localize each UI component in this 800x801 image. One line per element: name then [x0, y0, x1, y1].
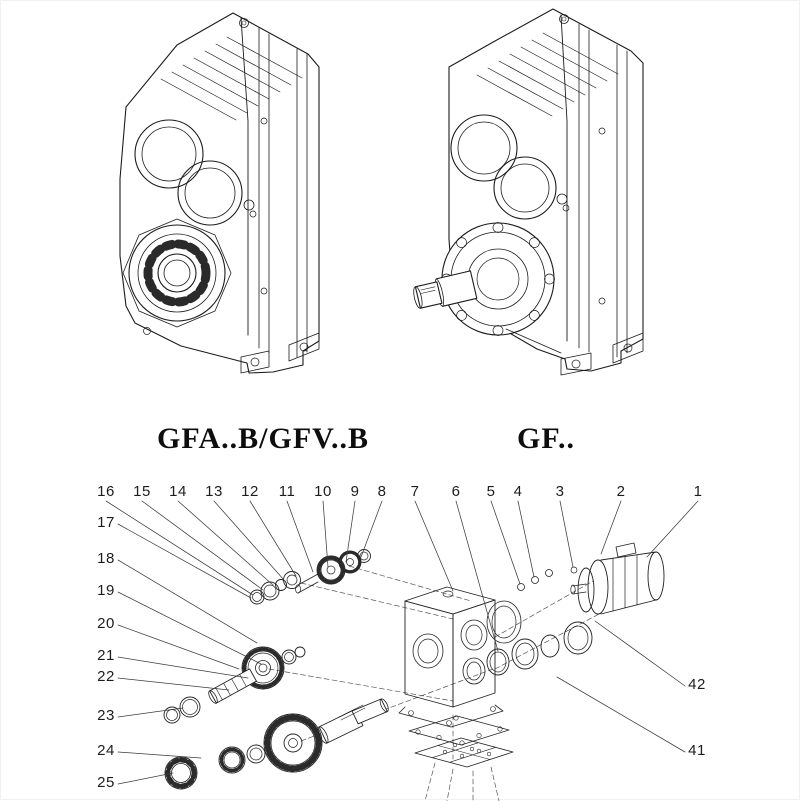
callout-5: 5 — [486, 483, 496, 500]
callout-19: 19 — [97, 582, 115, 599]
input-motor-unit — [570, 542, 665, 615]
assembly-axis-lines — [268, 565, 602, 801]
callout-2: 2 — [616, 483, 626, 500]
callout-42: 42 — [688, 676, 706, 693]
model-label-gf: GF.. — [517, 422, 575, 455]
callout-15: 15 — [133, 483, 151, 500]
callout-14: 14 — [169, 483, 187, 500]
model-label-gfab-gfvb: GFA..B/GFV..B — [157, 422, 369, 455]
callout-1: 1 — [693, 483, 703, 500]
callout-17: 17 — [97, 514, 115, 531]
callout-8: 8 — [377, 483, 387, 500]
callout-11: 11 — [278, 483, 296, 500]
callout-23: 23 — [97, 707, 115, 724]
gearbox-flange-mounted-drawing — [119, 12, 320, 374]
callout-3: 3 — [555, 483, 565, 500]
exploded-view-drawing — [105, 500, 699, 801]
callout-22: 22 — [97, 668, 115, 685]
callout-7: 7 — [410, 483, 420, 500]
callout-25: 25 — [97, 774, 115, 791]
gasket-and-base-plate — [408, 715, 514, 768]
callout-20: 20 — [97, 615, 115, 632]
seal-ring-set-right — [486, 600, 593, 676]
callout-12: 12 — [241, 483, 259, 500]
callout-9: 9 — [350, 483, 360, 500]
gearbox-solid-shaft-drawing — [413, 8, 644, 376]
output-shaft-gear-set — [164, 698, 389, 790]
callout-18: 18 — [97, 550, 115, 567]
flange-bolts — [517, 569, 553, 591]
callout-6: 6 — [451, 483, 461, 500]
callout-13: 13 — [205, 483, 223, 500]
callout-24: 24 — [97, 742, 115, 759]
callout-21: 21 — [97, 647, 115, 664]
leader-lines — [105, 500, 699, 785]
callout-41: 41 — [688, 742, 706, 759]
callout-4: 4 — [513, 483, 523, 500]
input-shaft-gear-set — [249, 549, 371, 605]
gear-housing — [398, 586, 504, 728]
callout-10: 10 — [314, 483, 332, 500]
callout-16: 16 — [97, 483, 115, 500]
